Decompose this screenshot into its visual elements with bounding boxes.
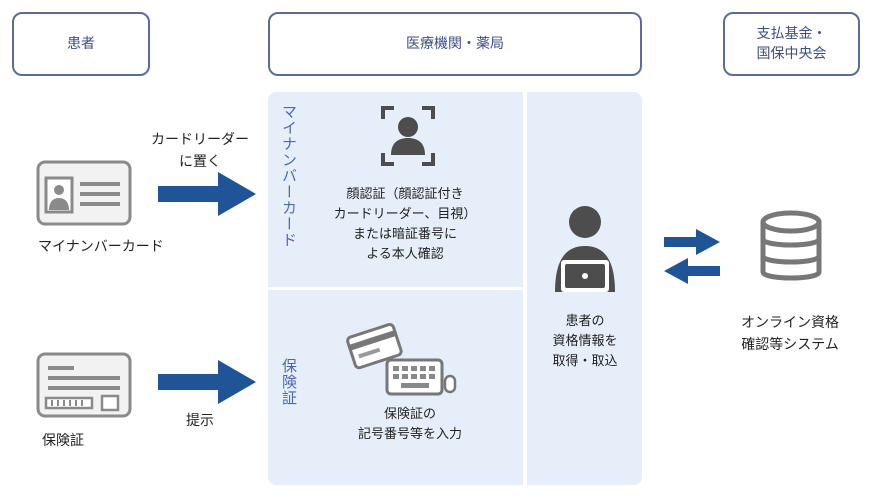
- face-caption-line2: カードリーダー、目視）: [333, 207, 477, 223]
- insurance-card-icon: [36, 352, 132, 418]
- retrieve-caption-line3: 取得・取込: [552, 354, 618, 370]
- insurance-caption-line1: 保険証の: [383, 407, 436, 422]
- face-caption-line3: または暗証番号に: [352, 227, 457, 243]
- card-reader-caption-line1: カードリーダー: [151, 132, 249, 148]
- person-with-laptop-icon: [555, 206, 615, 292]
- send-to-system-arrow: [664, 229, 720, 255]
- patient-header: 患者: [12, 12, 150, 76]
- receive-from-system-arrow: [664, 258, 720, 284]
- payer-header-line1: 支払基金・: [756, 25, 827, 42]
- my-number-card-icon: [36, 160, 132, 226]
- database-icon: [760, 210, 822, 281]
- face-caption-line4: よる本人確認: [366, 247, 444, 263]
- retrieve-info-caption: 患者の 資格情報を 取得・取込: [535, 312, 635, 372]
- online-system-label-line1: オンライン資格: [741, 315, 839, 331]
- present-caption: 提示: [186, 413, 214, 429]
- card-reader-caption-line2: に置く: [179, 153, 221, 170]
- retrieve-caption-line1: 患者の: [565, 314, 605, 329]
- insurance-card-label: 保険証: [42, 433, 84, 449]
- online-system-label: オンライン資格 確認等システム: [725, 313, 855, 356]
- insurance-entry-caption: 保険証の 記号番号等を入力: [330, 405, 490, 445]
- retrieve-caption-line2: 資格情報を: [552, 334, 618, 350]
- card-and-keyboard-icon: [346, 323, 457, 396]
- payer-header-line2: 国保中央会: [756, 46, 827, 62]
- medical-institution-header: 医療機関・薬局: [268, 12, 642, 76]
- mynumber-vertical-label: マイナンバーカード: [280, 104, 298, 248]
- present-insurance-arrow: [158, 360, 256, 404]
- insurance-vertical-label: 保険証: [280, 358, 298, 406]
- patient-header-label: 患者: [67, 35, 95, 52]
- panel-mynumber-verification: [268, 92, 523, 287]
- face-caption-line1: 顔認証（顔認証付き: [346, 187, 464, 202]
- payer-header: 支払基金・ 国保中央会: [723, 12, 860, 76]
- card-reader-caption: カードリーダー に置く: [145, 130, 255, 173]
- face-scan-icon: [381, 106, 435, 166]
- online-system-label-line2: 確認等システム: [741, 336, 839, 353]
- place-on-reader-arrow: [158, 172, 256, 216]
- insurance-caption-line2: 記号番号等を入力: [357, 427, 462, 443]
- medical-header-label: 医療機関・薬局: [406, 35, 504, 52]
- my-number-card-label: マイナンバーカード: [38, 239, 164, 255]
- face-verification-caption: 顔認証（顔認証付き カードリーダー、目視） または暗証番号に よる本人確認: [300, 185, 510, 266]
